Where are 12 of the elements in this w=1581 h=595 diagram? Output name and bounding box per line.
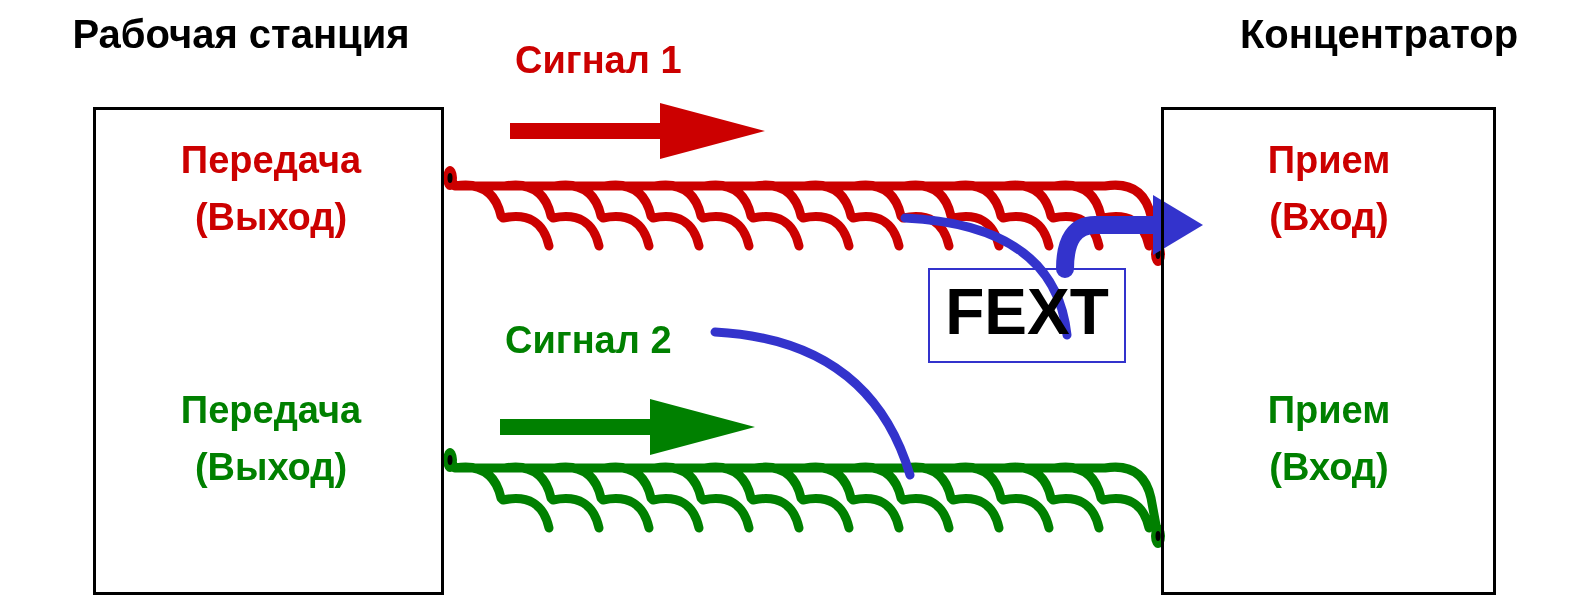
signal-label: Сигнал 1 [515,38,682,83]
signal-label: Сигнал 2 [505,318,710,364]
port-label: Прием (Вход) [1266,138,1392,240]
crosstalk-curve [710,327,915,480]
station-heading: Концентратор [1238,11,1520,58]
port-label: Прием (Вход) [1266,388,1392,490]
crosstalk-arrow [1056,195,1203,278]
twisted-pair [443,448,1165,548]
station-heading: Рабочая станция [71,11,411,58]
port-label: Передача (Выход) [179,138,363,240]
twisted-pair [443,166,1165,266]
port-label: Передача (Выход) [179,388,363,490]
